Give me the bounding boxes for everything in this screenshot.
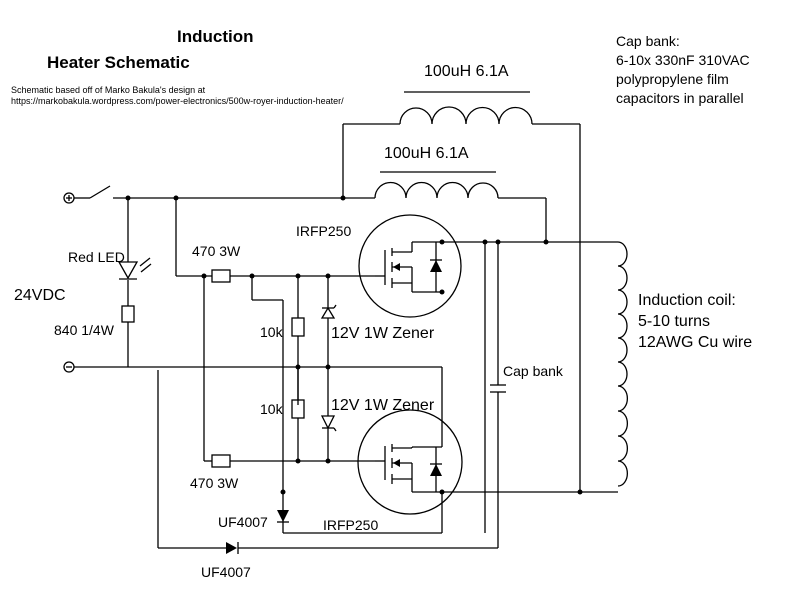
inductor-bottom [374,171,499,199]
led-resistor [121,305,135,323]
pulldown-top-label: 10k [260,324,284,340]
pulldown-resistor-top [291,317,305,337]
diode-uf4007-b [226,542,239,554]
title-line2: Heater Schematic [47,53,190,72]
induction-coil [617,241,629,487]
inductor-top-label: 100uH 6.1A [424,63,509,80]
inductor-bottom-label: 100uH 6.1A [384,145,469,162]
coil-note-line3: 12AWG Cu wire [638,334,752,351]
power-switch [74,185,176,199]
supply-label: 24VDC [14,287,66,304]
cap-bank-note-line2: 6-10x 330nF 310VAC [616,52,750,68]
title-line1: Induction [177,27,253,46]
cap-bank-note-line1: Cap bank: [616,33,680,49]
red-led [117,257,152,280]
zener-top [320,304,337,319]
diode-uf4007-a [277,510,289,523]
capacitor-bank [490,384,506,393]
zener-top-label: 12V 1W Zener [331,325,435,342]
diode-b-label: UF4007 [201,564,251,580]
zener-bottom [320,415,337,432]
coil-note-line1: Induction coil: [638,292,736,309]
coil-note-line2: 5-10 turns [638,313,710,330]
gate-resistor-top-label: 470 3W [192,243,241,259]
diode-a-label: UF4007 [218,514,268,530]
negative-terminal [63,361,75,373]
cap-bank-note-line3: polypropylene film [616,71,729,87]
positive-terminal [63,192,75,204]
led-resistor-label: 840 1/4W [54,322,115,338]
junction-dots [125,195,583,495]
gate-resistor-bottom [211,454,231,468]
cap-bank-note-line4: capacitors in parallel [616,90,744,106]
mosfet-bottom [357,409,463,515]
mosfet-top-label: IRFP250 [296,223,351,239]
wires [74,123,618,549]
inductor-top [399,91,533,125]
pulldown-resistor-bottom [291,399,305,419]
pulldown-bottom-label: 10k [260,401,284,417]
mosfet-bottom-label: IRFP250 [323,517,378,533]
attribution-line2: https://markobakula.wordpress.com/power-… [11,96,344,106]
capacitor-label: Cap bank [503,363,564,379]
gate-resistor-bottom-label: 470 3W [190,475,239,491]
led-label: Red LED [68,249,125,265]
attribution-line1: Schematic based off of Marko Bakula's de… [11,85,206,95]
gate-resistor-top [211,269,231,283]
mosfet-top [358,214,462,318]
